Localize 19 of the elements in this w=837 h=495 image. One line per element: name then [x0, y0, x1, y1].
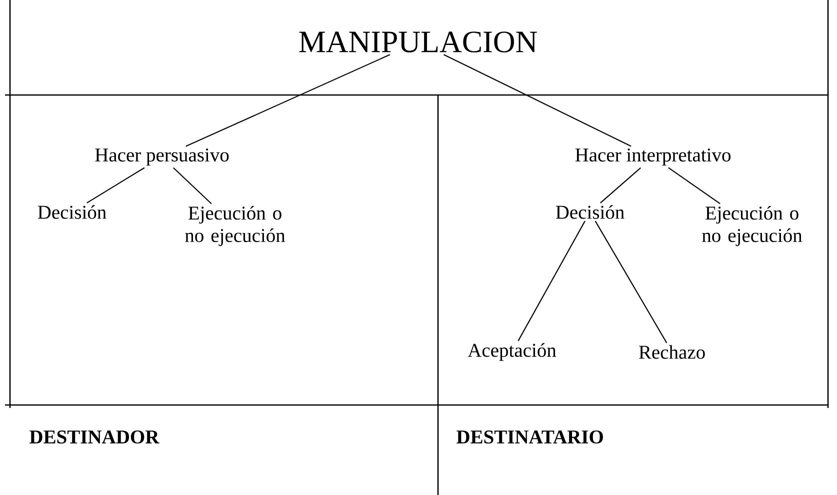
tree-label: Aceptación: [468, 343, 556, 361]
tree-line: [668, 167, 720, 204]
tree-line: [172, 167, 212, 204]
tree-line: [594, 220, 668, 344]
column-heading: DESTINADOR: [30, 430, 160, 444]
tree-label: Decisión: [556, 205, 624, 219]
tree-line: [600, 167, 642, 204]
tree-label: Hacer persuasivo: [95, 148, 229, 166]
title-text: MANIPULACION: [299, 32, 537, 52]
tree-label: Decisión: [38, 205, 106, 219]
tree-label: Hacer interpretativo: [575, 148, 731, 166]
tree-line: [518, 220, 586, 342]
tree-label: Ejecución o no ejecución: [702, 206, 802, 246]
tree-label: Ejecución o no ejecución: [185, 206, 286, 246]
tree-line: [86, 167, 145, 204]
tree-line: [186, 54, 390, 147]
column-heading: DESTINATARIO: [456, 430, 603, 444]
tree-label: Rechazo: [639, 345, 705, 359]
tree-line: [444, 54, 632, 147]
